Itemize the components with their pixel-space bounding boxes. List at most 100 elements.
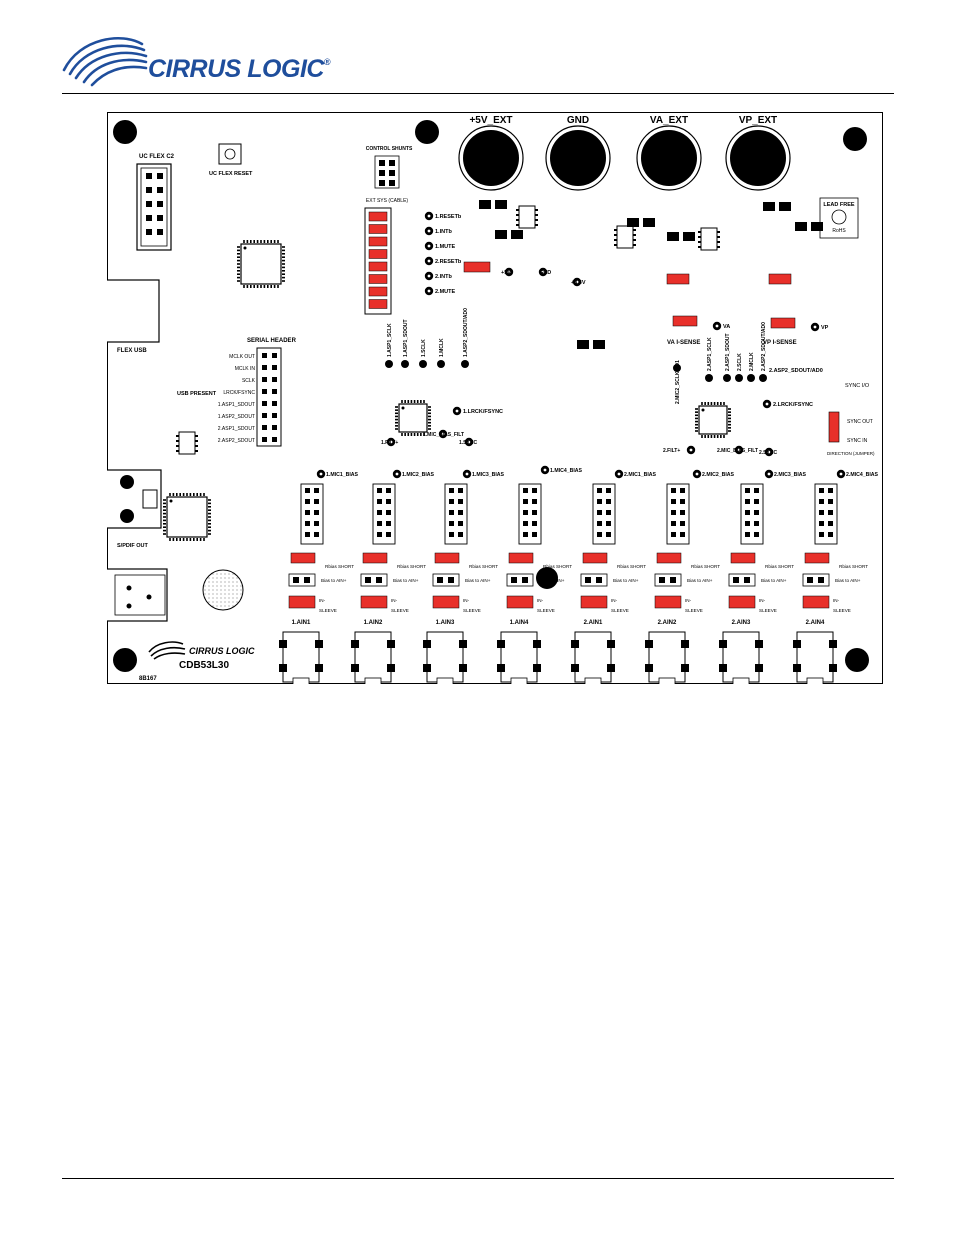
test-point-label: 2.MIC_BIAS_FILT (717, 448, 758, 454)
channel-label: 1.AIN1 (292, 620, 311, 626)
channel-header (300, 483, 324, 545)
svg-text:CDB53L30: CDB53L30 (179, 660, 229, 671)
header-pin (314, 488, 319, 493)
header-pin (523, 532, 528, 537)
test-point-hole (767, 450, 771, 454)
red-jumper (508, 552, 534, 564)
power-jack: GND (545, 115, 611, 191)
header-pin (146, 187, 152, 193)
header-pin (157, 201, 163, 207)
jumper-label: SLEEVE (833, 608, 851, 613)
jumper-label: Rbias SHORT (691, 564, 720, 569)
header-pin (819, 499, 824, 504)
red-jumper (506, 595, 534, 609)
channel-label: 1.AIN3 (436, 620, 455, 626)
channel-header (740, 483, 764, 545)
header-pin (671, 488, 676, 493)
jumper-label: SLEEVE (463, 608, 481, 613)
header-pin (305, 532, 310, 537)
serial-pin-label: 2.ASP1_SDOUT (218, 426, 255, 432)
red-jumper (656, 552, 682, 564)
red-jumper (368, 286, 388, 297)
red-jumper (802, 595, 830, 609)
power-jack-label: +5V_EXT (469, 115, 512, 126)
red-jumper (730, 552, 756, 564)
serial-pin-label: 1.ASP2_SDOUT (218, 414, 255, 420)
audio-jack (282, 631, 320, 683)
svg-text:UC FLEX C2: UC FLEX C2 (139, 154, 175, 160)
audio-jack (722, 631, 760, 683)
test-point-hole (427, 214, 431, 218)
header-pin (458, 521, 463, 526)
test-point-hole (427, 229, 431, 233)
test-point-hole (715, 324, 719, 328)
lead-free-badge: LEAD FREE RoHS (819, 197, 859, 239)
test-point-hole (441, 432, 445, 436)
svg-text:CIRRUS LOGIC: CIRRUS LOGIC (189, 646, 255, 656)
jumper-header (580, 573, 608, 587)
mounting-hole (843, 127, 867, 151)
mounting-hole (845, 648, 869, 672)
channel-label: 2.AIN4 (806, 620, 825, 626)
red-jumper (666, 273, 690, 285)
header-pin (157, 187, 163, 193)
header-pin (386, 499, 391, 504)
serial-pin-label: 1.ASP1_SDOUT (218, 402, 255, 408)
header-pin (828, 510, 833, 515)
test-point-label: 1.RESETb (435, 214, 462, 220)
test-point-label: 2.LRCK/FSYNC (773, 402, 813, 408)
test-point-label: +5V (501, 270, 511, 276)
test-point-label: VP (821, 325, 829, 331)
header-pin (754, 488, 759, 493)
jumper-label: Rbias SHORT (839, 564, 868, 569)
header-pin (597, 532, 602, 537)
ic-chip (237, 240, 285, 288)
red-jumper (582, 552, 608, 564)
test-point-hole (427, 274, 431, 278)
header-pin (262, 437, 267, 442)
test-point-label: 2.INTb (435, 274, 452, 280)
header-pin (671, 499, 676, 504)
small-ic (698, 227, 720, 251)
svg-text:8B167: 8B167 (139, 676, 157, 682)
header-pin (606, 499, 611, 504)
red-jumper (672, 315, 698, 327)
header-pin (305, 521, 310, 526)
test-point (461, 360, 469, 368)
header-pin (680, 532, 685, 537)
header-pin (379, 180, 385, 186)
channel-label: 2.AIN1 (584, 620, 603, 626)
sense-label: VP I-SENSE (763, 340, 797, 346)
flex-usb-connector: FLEX USB USB PRESENT (102, 279, 217, 397)
shunt-outline (374, 155, 400, 189)
test-point (759, 374, 767, 382)
header-pin (262, 353, 267, 358)
header-pin (272, 365, 277, 370)
uc-flex-reset-label: UC FLEX RESET (209, 171, 253, 177)
header-pin (157, 173, 163, 179)
red-jumper (434, 552, 460, 564)
jumper-label: IN- (537, 598, 544, 603)
test-point-label: 1.ASP2_SDOUT/AD0 (463, 308, 469, 357)
header-pin (819, 532, 824, 537)
audio-jack (354, 631, 392, 683)
header-pin (377, 499, 382, 504)
jumper-header (360, 573, 388, 587)
red-jumper (654, 595, 682, 609)
header-pin (305, 499, 310, 504)
test-point-label: 1.FILT+ (381, 440, 398, 446)
serial-pin-label: MCLK IN (235, 366, 256, 372)
ext-sys-label: EXT SYS (CABLE) (366, 198, 408, 204)
header-pin (272, 413, 277, 418)
header-pin (671, 532, 676, 537)
header-pin (523, 510, 528, 515)
red-jumper (368, 249, 388, 259)
brand-wordmark: CIRRUS LOGIC® (148, 55, 331, 83)
passive-pad (495, 230, 523, 239)
power-jack-label: VA_EXT (650, 115, 688, 126)
small-ic (176, 431, 198, 455)
header-pin (157, 229, 163, 235)
header-pin (819, 488, 824, 493)
red-jumper (368, 236, 388, 247)
test-point-label: 2.MIC1_BIAS (624, 472, 657, 478)
